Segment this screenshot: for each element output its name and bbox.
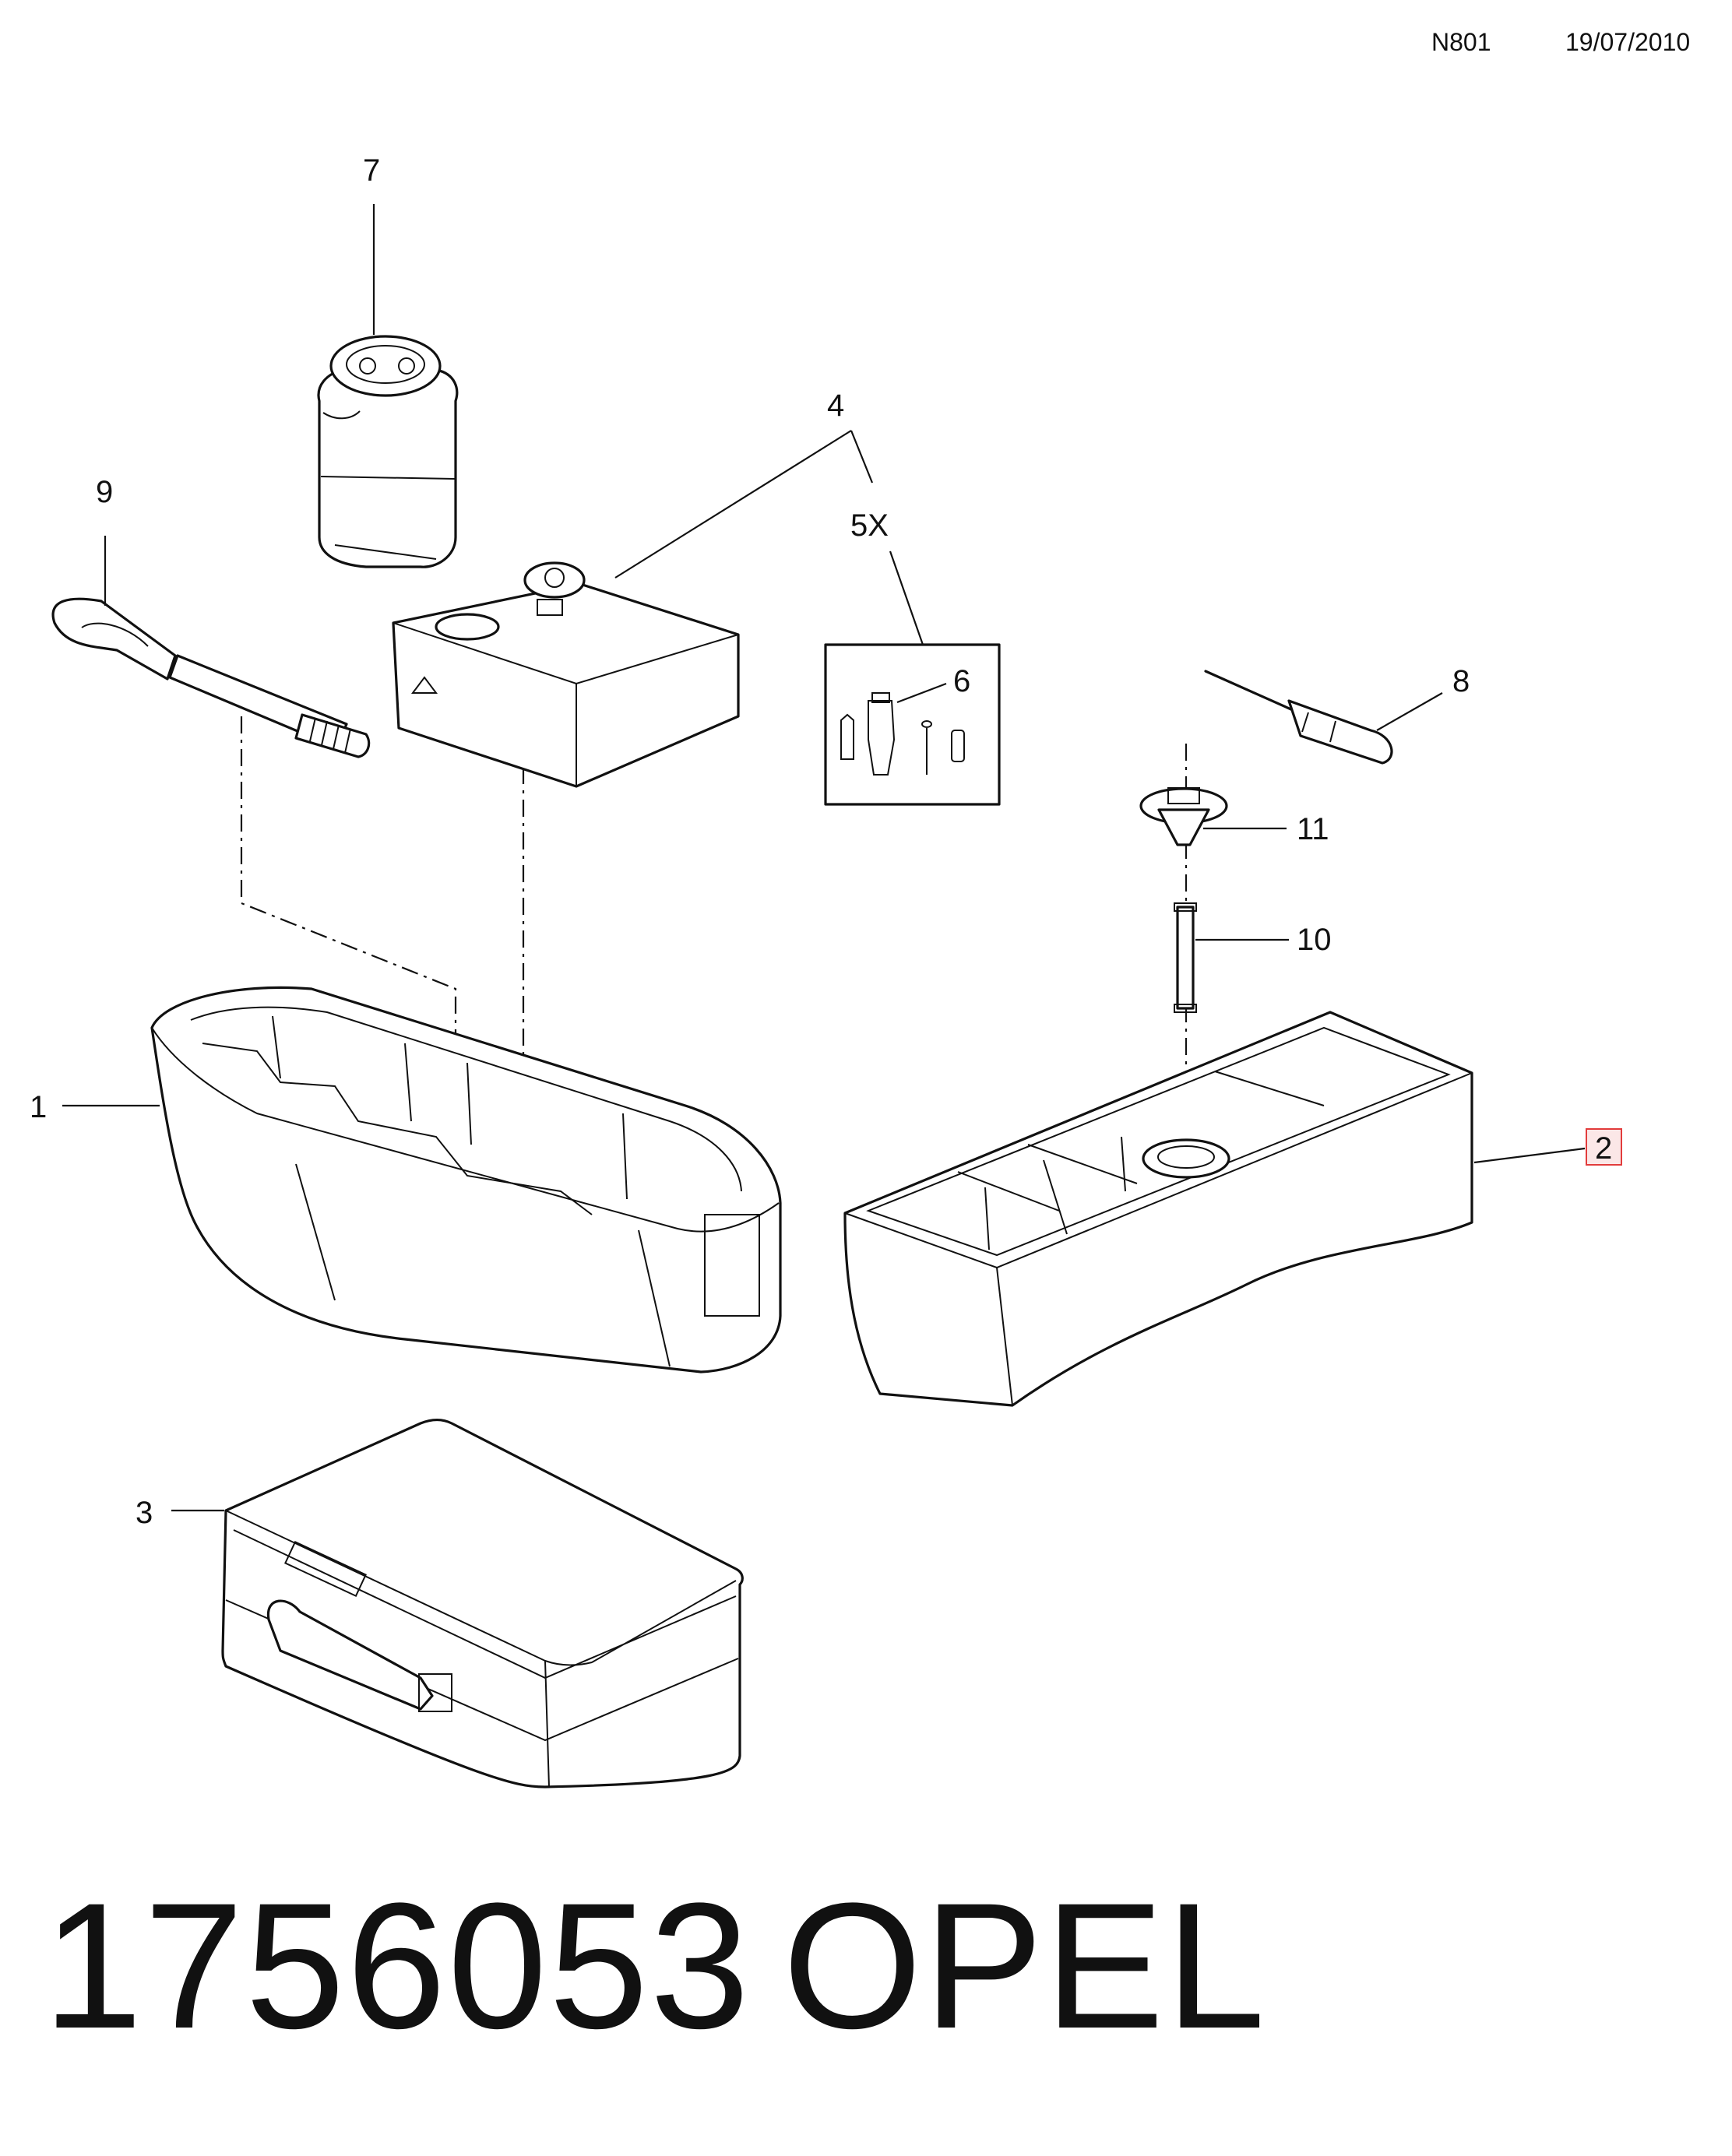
callout-1[interactable]: 1 — [30, 1090, 47, 1124]
storage-tray-part-1[interactable] — [150, 986, 782, 1373]
callout-11[interactable]: 11 — [1297, 812, 1329, 846]
bolt-part-10[interactable] — [1174, 902, 1197, 1013]
callout-2[interactable]: 2 — [1595, 1131, 1612, 1166]
screwdriver-part-8[interactable] — [1204, 670, 1393, 765]
callout-2-highlight[interactable]: 2 — [1586, 1128, 1622, 1166]
leader-4 — [614, 430, 852, 579]
callout-9[interactable]: 9 — [96, 475, 113, 509]
carry-case-part-3[interactable] — [221, 1418, 744, 1788]
storage-tray-part-2[interactable] — [843, 1011, 1473, 1407]
towing-eye-part-9[interactable] — [51, 597, 371, 758]
compressor-part-4[interactable] — [392, 561, 740, 788]
sealant-bottle-part-7[interactable] — [317, 335, 459, 568]
brand-name: OPEL — [783, 1866, 1267, 2066]
callout-8[interactable]: 8 — [1452, 664, 1470, 698]
leader-6 — [896, 682, 947, 704]
callout-10[interactable]: 10 — [1297, 923, 1332, 957]
callout-4[interactable]: 4 — [827, 389, 844, 423]
leader-2 — [1473, 1147, 1586, 1164]
leader-8 — [1376, 692, 1443, 731]
callout-7[interactable]: 7 — [363, 153, 380, 188]
callout-6[interactable]: 6 — [953, 664, 970, 698]
leader-4-5x — [850, 430, 874, 484]
plug-part-11[interactable] — [1139, 787, 1228, 846]
callout-3[interactable]: 3 — [136, 1496, 153, 1530]
leader-5x — [889, 550, 924, 645]
diagram-date: 19/07/2010 — [1565, 28, 1691, 56]
diagram-code: N801 — [1431, 28, 1491, 56]
valve-adapter-set-box[interactable] — [824, 643, 1001, 806]
callout-5x[interactable]: 5X — [850, 508, 889, 543]
part-number: 1756053 — [43, 1866, 752, 2066]
